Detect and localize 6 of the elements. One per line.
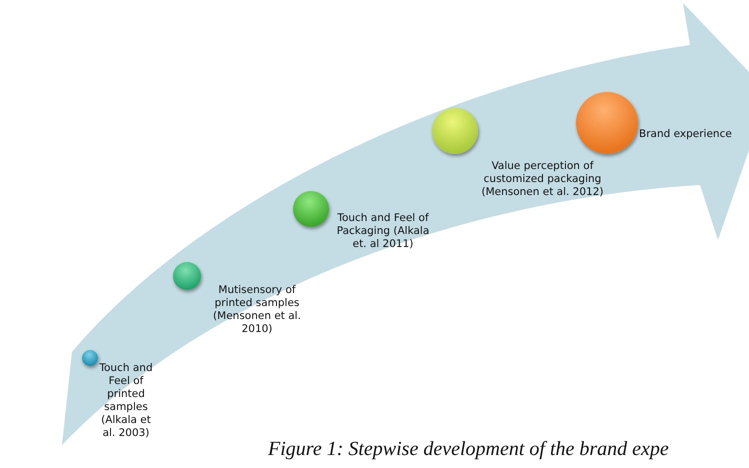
step-label: Brand experience bbox=[639, 128, 733, 141]
step-label: Touch and Feel of Packaging (Alkala et. al 2011) bbox=[336, 212, 430, 251]
step-label: Value perception of customized packaging (Mensonen et al. 2012) bbox=[480, 160, 605, 199]
step-label: Touch and Feel of printed samples (Alkala et al. 2003) bbox=[98, 362, 154, 440]
step-label: Mutisensory of printed samples (Mensonen et al. 2010) bbox=[212, 284, 302, 336]
figure-caption: Figure 1: Stepwise development of the brand expe bbox=[268, 438, 669, 461]
